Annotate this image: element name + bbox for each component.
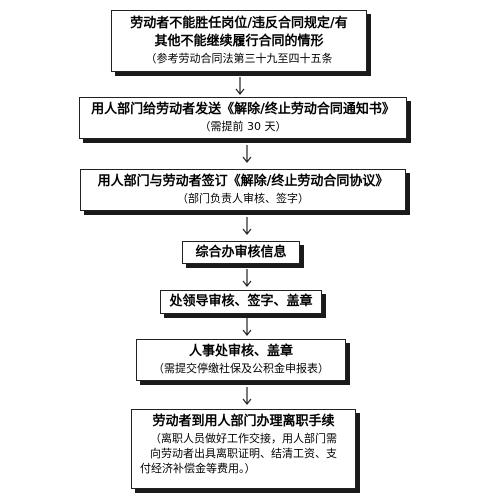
step-box-7: 劳动者到用人部门办理离职手续 （离职人员做好工作交接，用人部门需 向劳动者出具离… <box>131 409 356 489</box>
step-box-3: 用人部门与劳动者签订《解除/终止劳动合同协议》 （部门负责人审核、签字） <box>80 169 406 211</box>
step-2-note: （需提前 30 天） <box>199 120 287 133</box>
step-1-title-line-1: 劳动者不能胜任岗位/违反合同规定/有 <box>130 16 348 31</box>
step-6-title: 人事处审核、盖章 <box>188 344 293 359</box>
step-6-note: （需提交停缴社保及公积金申报表） <box>153 362 329 375</box>
step-box-4: 综合办审核信息 <box>182 241 300 264</box>
down-arrow-icon <box>242 387 252 405</box>
step-5-title: 处领导审核、签字、盖章 <box>169 294 313 309</box>
step-box-2: 用人部门给劳动者发送《解除/终止劳动合同通知书》 （需提前 30 天） <box>79 97 407 139</box>
step-2-title: 用人部门给劳动者发送《解除/终止劳动合同通知书》 <box>91 102 395 117</box>
step-3-title: 用人部门与劳动者签订《解除/终止劳动合同协议》 <box>97 174 389 189</box>
down-arrow-icon <box>242 318 252 336</box>
down-arrow-icon <box>242 145 252 163</box>
down-arrow-icon <box>242 217 252 235</box>
step-7-note-line-1: （离职人员做好工作交接，用人部门需 <box>150 432 337 445</box>
step-7-title: 劳动者到用人部门办理离职手续 <box>152 414 335 429</box>
step-4-title: 综合办审核信息 <box>195 245 287 260</box>
step-1-title-line-2: 其他不能继续履行合同的情形 <box>154 34 324 49</box>
step-7-note-line-3: 付经济补偿金等费用。） <box>140 462 256 475</box>
step-box-6: 人事处审核、盖章 （需提交停缴社保及公积金申报表） <box>136 339 346 381</box>
step-box-1: 劳动者不能胜任岗位/违反合同规定/有 其他不能继续履行合同的情形 （参考劳动合同… <box>111 10 367 72</box>
down-arrow-icon <box>235 77 245 95</box>
down-arrow-icon <box>242 269 252 287</box>
step-7-note-line-2: 向劳动者出具离职证明、结清工资、支 <box>150 447 337 460</box>
step-3-note: （部门负责人审核、签字） <box>177 192 309 205</box>
step-box-5: 处领导审核、签字、盖章 <box>160 290 322 314</box>
step-1-note: （参考劳动合同法第三十九至四十五条 <box>145 52 333 65</box>
